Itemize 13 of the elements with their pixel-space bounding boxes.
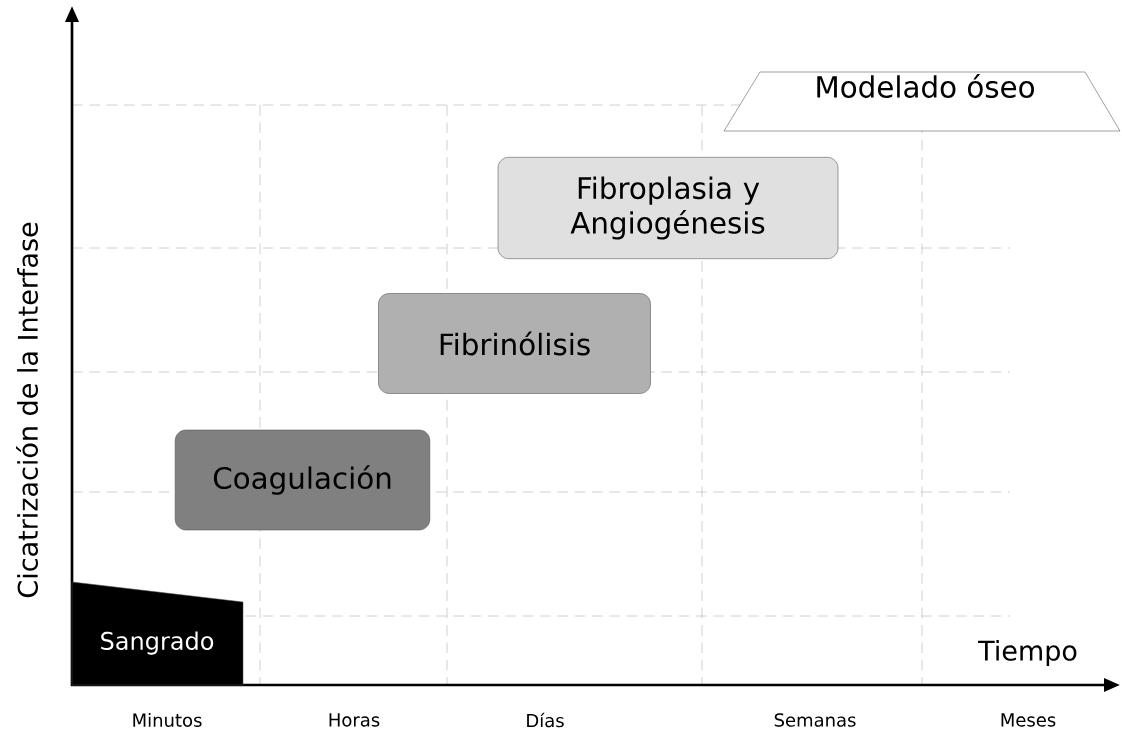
bleeding-block: Sangrado bbox=[71, 581, 244, 686]
tick-label: Minutos bbox=[133, 713, 202, 727]
phase-box: Fibroplasia y Angiogénesis bbox=[497, 157, 839, 259]
tick-label: Meses bbox=[1001, 713, 1056, 727]
tick-label: Horas bbox=[329, 713, 380, 727]
tick-label: Semanas bbox=[774, 713, 856, 727]
node-label: Modelado óseo bbox=[817, 74, 1034, 98]
axis-title: Cicatrización de la Interfase bbox=[16, 222, 38, 598]
tick-label: Días bbox=[527, 712, 564, 728]
phase-trapezoid: Modelado óseo bbox=[723, 71, 1121, 132]
phase-box: Fibrinólisis bbox=[378, 293, 651, 394]
phase-box: Coagulación bbox=[174, 429, 431, 531]
axis-title: Tiempo bbox=[978, 639, 1077, 667]
